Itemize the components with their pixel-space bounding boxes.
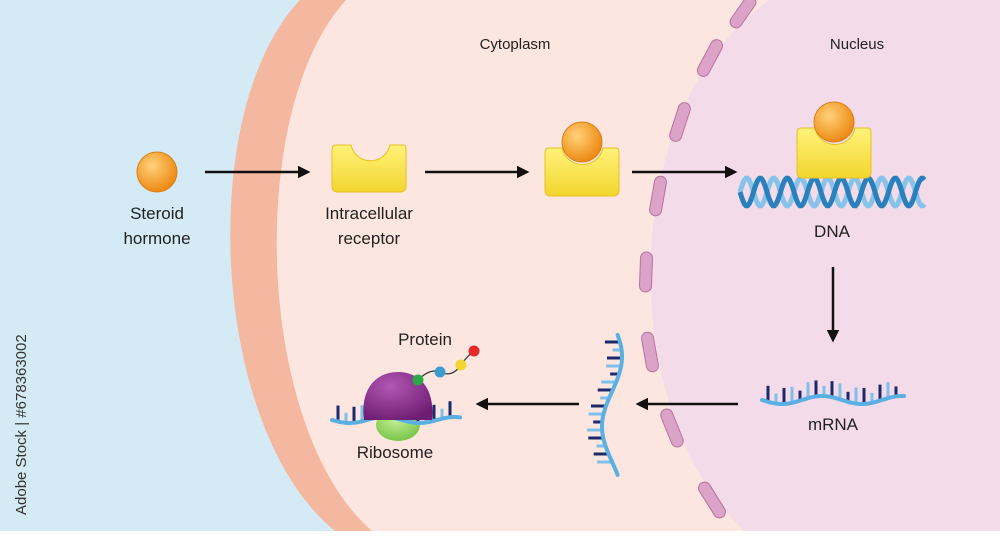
ribosome-label: Ribosome — [357, 443, 434, 462]
dna-bound-receptor — [796, 127, 872, 179]
nuclear-envelope — [639, 0, 757, 519]
protein-bead-blue — [434, 366, 446, 378]
hormone-receptor-complex-receptor — [544, 147, 620, 197]
mrna-strand-exported — [587, 333, 624, 477]
protein-chain — [412, 345, 480, 386]
dna-label: DNA — [814, 222, 851, 241]
steroid-hormone-label-line1: Steroid — [130, 204, 184, 223]
rna-backbone — [760, 394, 906, 406]
intracellular-receptor — [331, 144, 407, 193]
dna-double-helix — [737, 175, 927, 209]
protein-bead-red — [468, 345, 480, 357]
protein-bead-yellow — [455, 359, 467, 371]
protein-label: Protein — [398, 330, 452, 349]
rna-backbone — [600, 333, 624, 477]
nucleus-region — [650, 0, 1000, 531]
mrna-strand-nucleus — [760, 380, 906, 406]
dna-bound-hormone — [813, 101, 855, 143]
mrna-label: mRNA — [808, 415, 859, 434]
steroid-hormone-molecule — [136, 151, 178, 193]
receptor-label-line2: receptor — [338, 229, 401, 248]
receptor-label-line1: Intracellular — [325, 204, 413, 223]
hormone-receptor-complex-hormone — [561, 121, 603, 163]
cytoplasm-label: Cytoplasm — [480, 36, 551, 53]
protein-bead-green — [412, 374, 424, 386]
steroid-hormone-label-line2: hormone — [123, 229, 190, 248]
stock-watermark: Adobe Stock | #678363002 — [13, 334, 30, 515]
nucleus-label: Nucleus — [830, 36, 884, 53]
